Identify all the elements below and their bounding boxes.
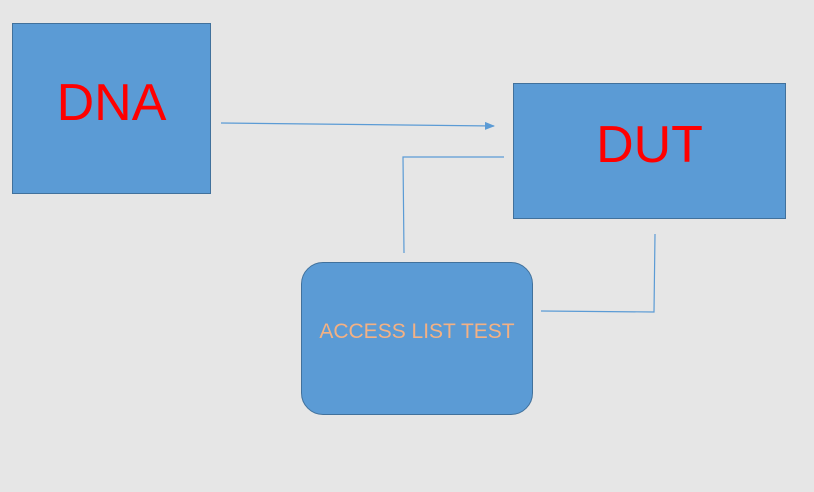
node-access-list-test-label: ACCESS LIST TEST: [319, 319, 515, 343]
connector-acl-to-dut: [402, 156, 504, 254]
node-access-list-test: ACCESS LIST TEST: [301, 262, 533, 415]
node-dut-label: DUT: [596, 116, 703, 174]
node-dna-label: DNA: [56, 73, 167, 132]
connector-dna-to-dut-arrow: [220, 121, 495, 130]
node-dut: DUT: [513, 83, 786, 219]
connector-dut-to-acl: [540, 233, 656, 313]
node-dna: DNA: [12, 23, 211, 194]
